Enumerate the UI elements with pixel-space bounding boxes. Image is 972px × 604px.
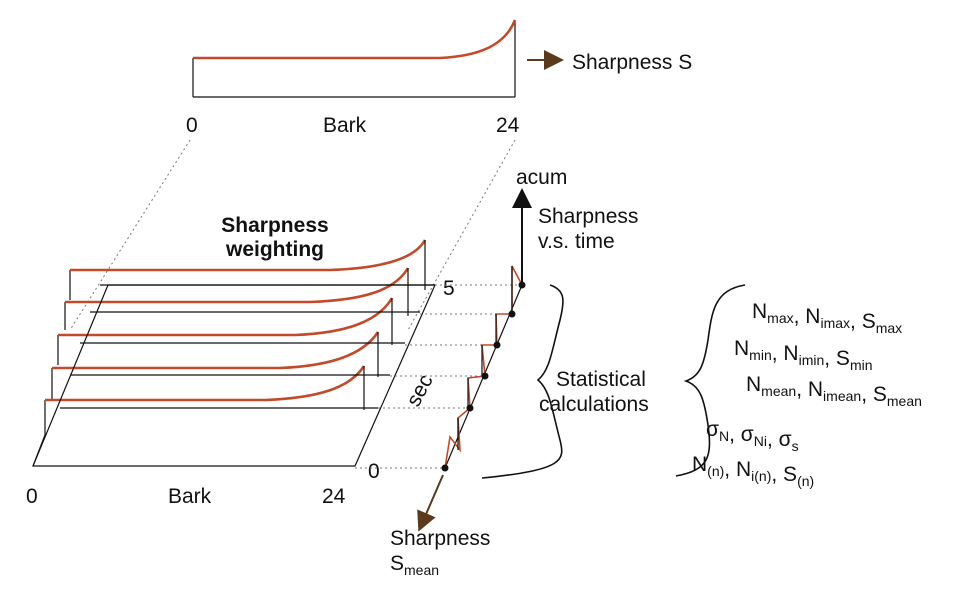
weighting-title-line1: Sharpness [221, 214, 328, 237]
mean-label-line1: Sharpness [390, 527, 490, 550]
weighting-frames [32, 239, 436, 467]
mean-label: Smean [390, 552, 439, 578]
stat-label-line1: Statistical [556, 368, 646, 391]
stat-line-2: Nmin, Nimin, Smin [734, 337, 873, 373]
top-axis-max: 24 [496, 114, 520, 137]
mean-arrow-icon [417, 474, 444, 532]
time-trace-curve [444, 265, 523, 469]
acum-label: acum [516, 166, 567, 189]
base-axis-label: Bark [168, 485, 212, 508]
stat-left-brace [481, 284, 564, 479]
stat-line-1: Nmax, Nimax, Smax [752, 300, 902, 336]
sharpness-time-trace [417, 265, 526, 532]
top-axis-label: Bark [323, 114, 367, 137]
projection-line-right [407, 139, 516, 331]
stat-line-4: σN, σNi, σs [706, 418, 799, 454]
vs-time-line1: Sharpness [538, 205, 638, 228]
time-axis-label: sec [402, 371, 438, 411]
frame-5 [69, 239, 427, 300]
top-sharpness-plot: Sharpness S 0 Bark 24 [186, 19, 692, 137]
stat-right-brace [675, 284, 746, 477]
stat-line-3: Nmean, Nimean, Smean [746, 373, 922, 409]
frame-1 [44, 365, 366, 435]
sharpness-output-label: Sharpness S [572, 51, 692, 74]
base-left-edge [32, 434, 46, 467]
time-axis-end: 5 [443, 277, 455, 300]
frame-3 [57, 297, 394, 365]
vs-time-line2: v.s. time [538, 230, 615, 253]
top-sharpness-curve [193, 19, 517, 60]
stat-label-line2: calculations [539, 393, 649, 416]
top-axis-min: 0 [186, 114, 198, 137]
time-axis-start: 0 [368, 460, 380, 483]
base-axis-max: 24 [322, 485, 346, 508]
base-axis-min: 0 [26, 485, 38, 508]
weighting-title-line2: weighting [225, 238, 324, 261]
frame-4 [64, 267, 410, 330]
stat-line-5: N(n), Ni(n), S(n) [692, 453, 814, 489]
frame-2 [51, 331, 380, 400]
